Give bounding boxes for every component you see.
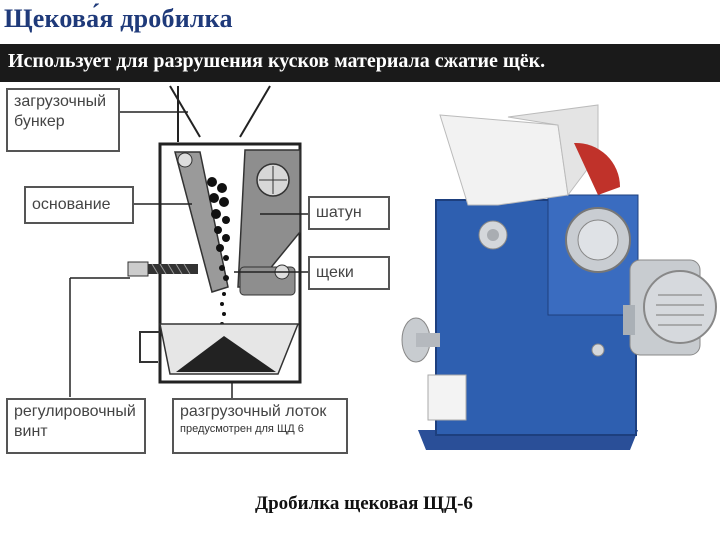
label-base: основание	[24, 186, 134, 224]
subtitle-text: Использует для разрушения кусков материа…	[8, 50, 546, 72]
adjusting-screw	[127, 261, 198, 277]
label-jaws: щеки	[308, 256, 390, 290]
hopper-outline	[169, 85, 271, 142]
label-hopper: загрузочный бункер	[6, 88, 120, 152]
flywheel	[574, 142, 620, 195]
figure-caption: Дробилка щековая ЩД-6	[255, 493, 473, 514]
fixed-jaw	[174, 151, 229, 293]
label-tray-text: разгрузочный лоток	[180, 403, 327, 420]
tray-pile	[176, 336, 276, 372]
housing-frame	[158, 142, 302, 384]
crusher-photo	[401, 104, 717, 450]
label-tray-note: предусмотрен для ЩД 6	[180, 423, 304, 435]
crushed-material	[207, 177, 230, 336]
jaw-crusher-schematic	[69, 85, 308, 400]
photo-hopper	[439, 114, 569, 206]
photo-discharge-tray	[427, 374, 467, 421]
page-title: Щекова́я дробилка	[4, 4, 233, 33]
leader-lines	[69, 111, 308, 400]
fixed-jaw-pivot	[177, 152, 193, 168]
label-tray: разгрузочный лоток предусмотрен для ЩД 6	[172, 398, 348, 454]
subtitle-banner: Использует для разрушения кусков материа…	[0, 44, 720, 82]
label-screw: регулировочный винт	[6, 398, 146, 454]
label-rod: шатун	[308, 196, 390, 230]
